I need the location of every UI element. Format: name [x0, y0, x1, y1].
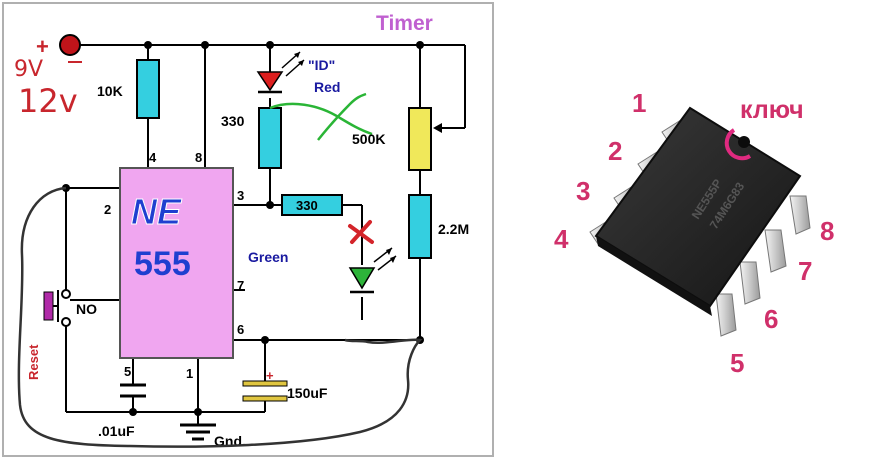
resistor-10k-label: 10K	[97, 83, 123, 99]
pin-4-label: 4	[149, 150, 157, 165]
supply-terminal	[59, 34, 81, 56]
pin-3-label: 3	[237, 188, 244, 203]
green-crossout-mark	[269, 92, 373, 141]
pin-7-label: 7	[237, 278, 244, 293]
pin-6-label: 6	[237, 322, 244, 337]
ne555-chip-body	[119, 167, 234, 359]
chip-pin-7-number: 7	[798, 256, 812, 286]
trimpot-500k	[408, 107, 432, 171]
chip-key-notch	[724, 128, 752, 161]
chip-pins-bottom	[715, 195, 811, 337]
resistor-330-horizontal-label: 330	[296, 198, 318, 213]
trimpot-wiper-arrow	[433, 123, 442, 133]
ground-symbol	[180, 423, 216, 441]
chip-pin-1-number: 1	[632, 88, 646, 118]
hand-drawn-wire	[17, 186, 423, 448]
supply-12v-label: 12v	[18, 82, 78, 120]
chip-brand-label: NE	[131, 191, 182, 232]
schematic-title: Timer	[376, 12, 433, 35]
resistor-10k	[136, 59, 160, 119]
led-red-label: Red	[314, 79, 340, 95]
green-led	[348, 247, 397, 294]
capacitor-150uf	[242, 380, 288, 402]
chip-pin-8-number: 8	[820, 216, 834, 246]
key-label: ключ	[740, 96, 804, 124]
schematic: + 9V 12v Timer NE 555 4 8 2 3 7 6 5 1 10…	[2, 2, 494, 457]
resistor-2m2-label: 2.2M	[438, 221, 469, 237]
trimpot-500k-label: 500K	[352, 131, 385, 147]
pin-1-label: 1	[186, 366, 193, 381]
chip-pin-3-number: 3	[576, 176, 590, 206]
chip-number-label: 555	[134, 245, 191, 283]
capacitor-001uf-label: .01uF	[98, 423, 135, 439]
led-id-label: "ID"	[308, 57, 335, 73]
red-x-mark	[348, 220, 374, 244]
junction-dots	[62, 41, 424, 416]
pin-2-label: 2	[104, 202, 111, 217]
resistor-330-vertical	[258, 107, 282, 169]
chip-photo: NE555P 74M6G83 ключ 1 2 3 4 5 6 7 8	[554, 88, 834, 378]
chip-pin-4-number: 4	[554, 224, 569, 254]
reset-label: Reset	[26, 344, 41, 380]
resistor-330-horizontal	[281, 194, 343, 216]
red-led-id	[256, 51, 305, 94]
supply-plus-sign: +	[36, 34, 49, 59]
resistor-2m2	[408, 194, 432, 259]
capacitor-001uf	[120, 383, 146, 398]
capacitor-150uf-label: 150uF	[287, 385, 328, 401]
chip-photo-body-edge	[596, 236, 712, 316]
chip-pin-5-number: 5	[730, 348, 744, 378]
resistor-330-vertical-label: 330	[221, 113, 245, 129]
capacitor-150uf-plus: +	[266, 368, 274, 383]
chip-key-notch-dark	[738, 136, 750, 148]
supply-9v-label: 9V	[14, 57, 43, 82]
reset-switch	[43, 289, 71, 327]
pin-8-label: 8	[195, 150, 202, 165]
chip-pin-2-number: 2	[608, 136, 622, 166]
switch-no-label: NO	[76, 301, 97, 317]
pin-5-label: 5	[124, 364, 131, 379]
chip-pin-6-number: 6	[764, 304, 778, 334]
led-green-label: Green	[248, 249, 288, 265]
